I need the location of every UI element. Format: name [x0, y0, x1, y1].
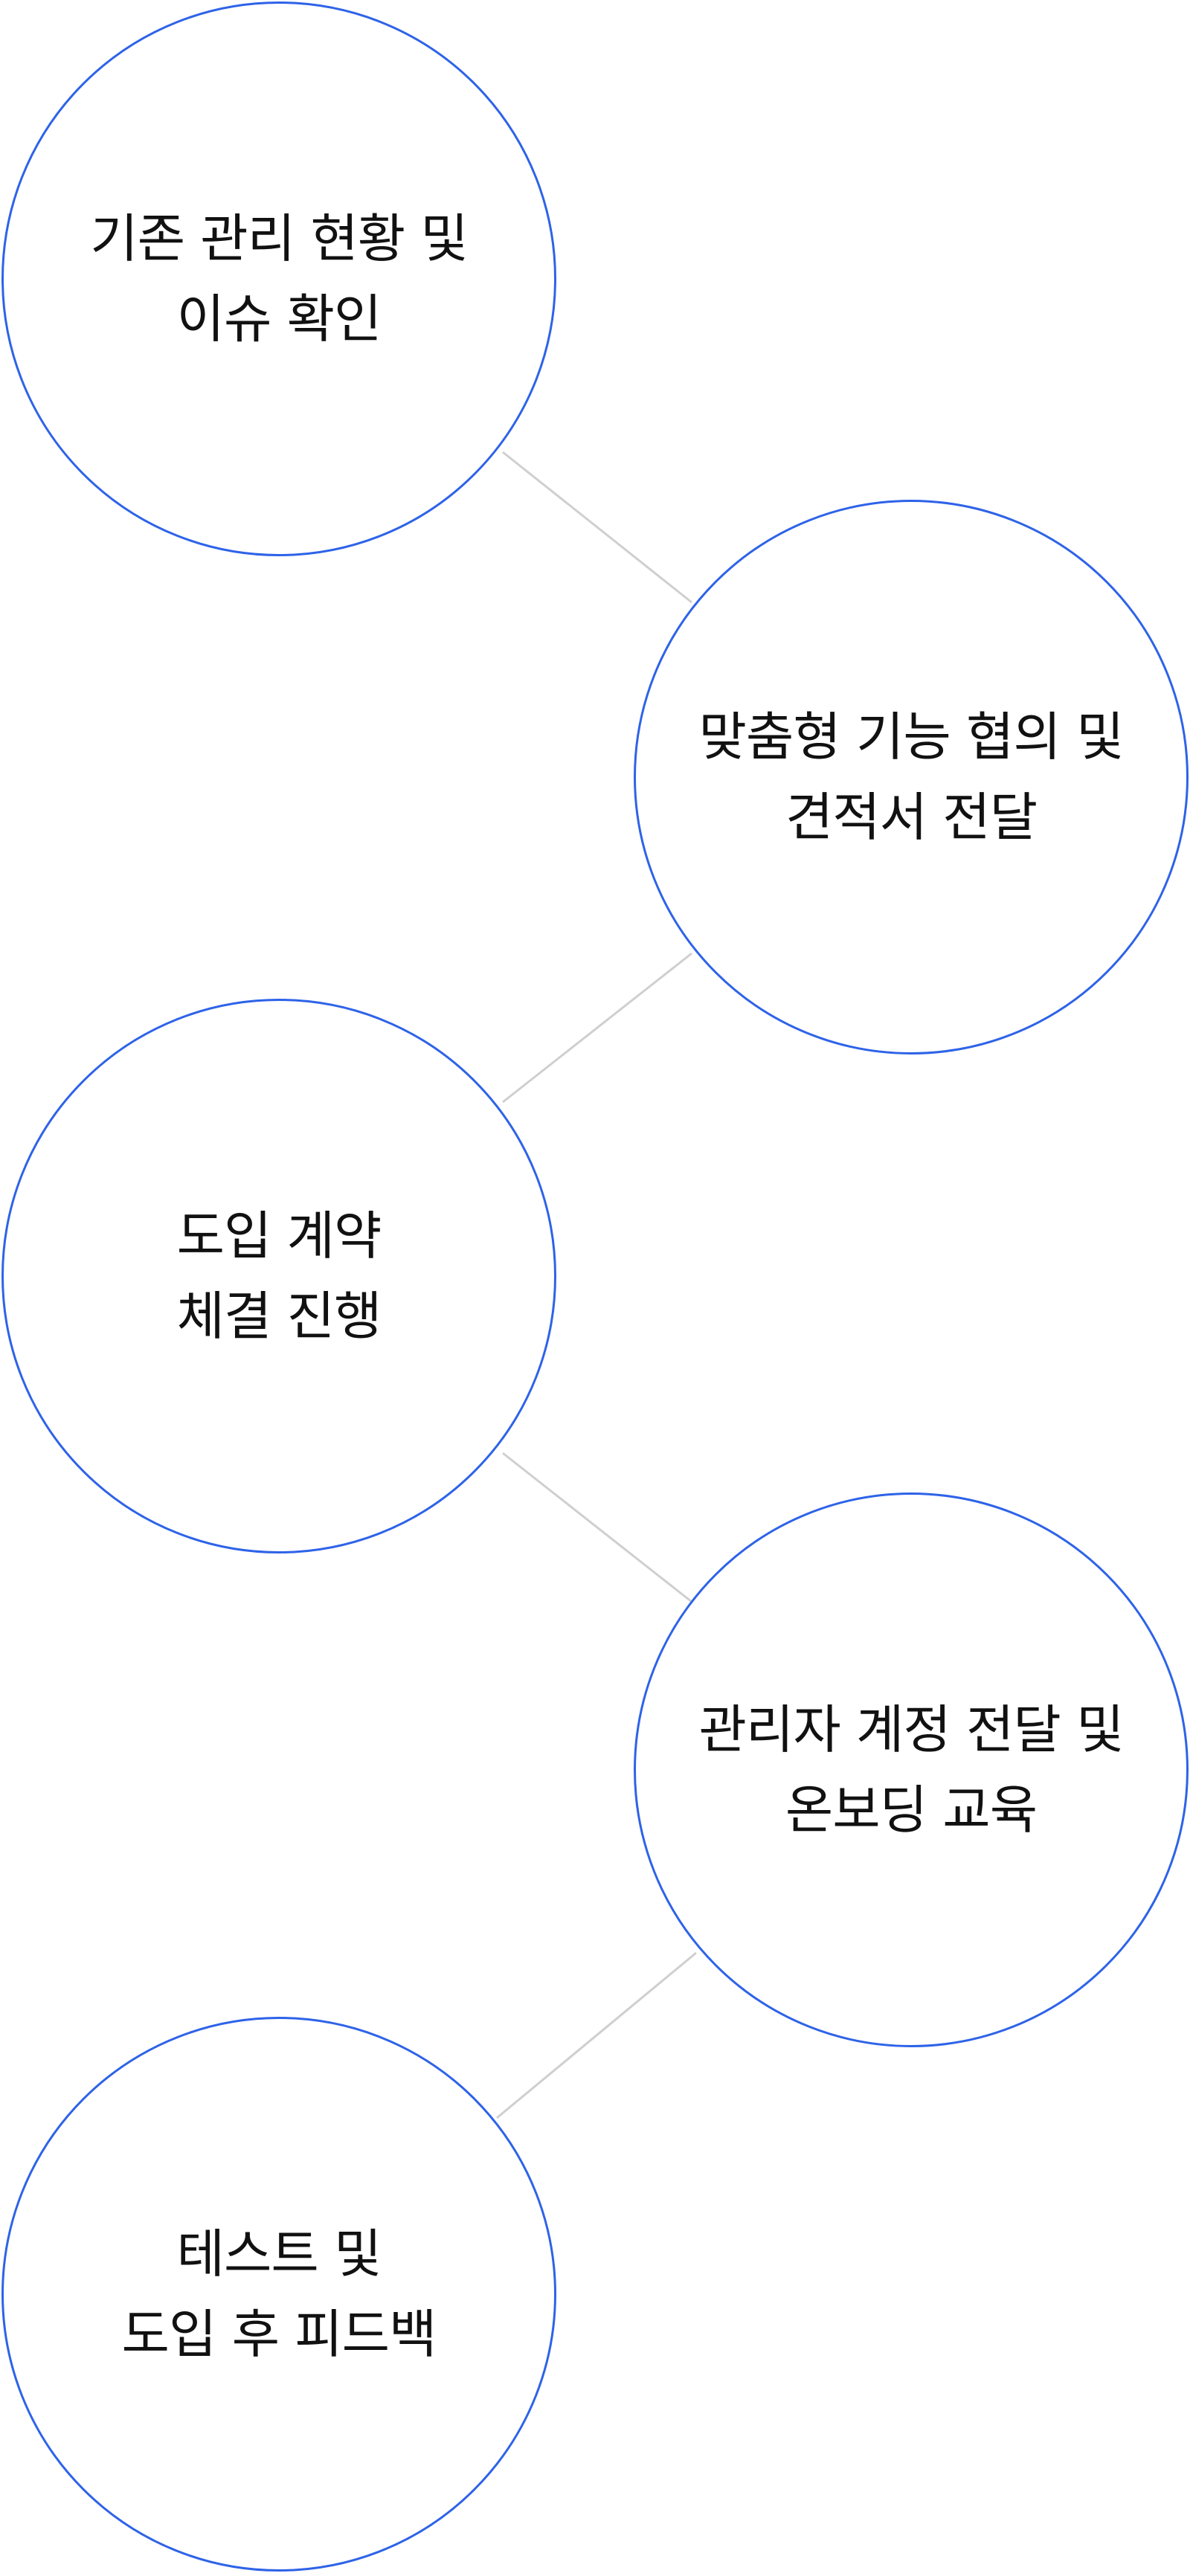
step-label-5: 테스트 및 도입 후 피드백: [122, 2214, 437, 2374]
step-label-3-line-1: 도입 계약: [176, 1205, 382, 1266]
step-circle-2: 맞춤형 기능 협의 및 견적서 전달: [634, 500, 1189, 1054]
step-label-2-line-1: 맞춤형 기능 협의 및: [698, 706, 1125, 767]
step-circle-3: 도입 계약 체결 진행: [1, 999, 556, 1553]
step-label-5-line-2: 도입 후 피드백: [121, 2304, 437, 2365]
step-circle-5: 테스트 및 도입 후 피드백: [1, 2017, 556, 2572]
step-label-1-line-1: 기존 관리 현황 및: [90, 208, 469, 269]
step-label-1: 기존 관리 현황 및 이슈 확인: [90, 199, 469, 359]
step-label-4: 관리자 계정 전달 및 온보딩 교육: [698, 1690, 1125, 1850]
connector-line-4-5: [496, 1951, 697, 2119]
step-label-2-line-2: 견적서 전달: [785, 787, 1038, 848]
step-label-1-line-2: 이슈 확인: [176, 289, 382, 350]
step-label-3-line-2: 체결 진행: [176, 1286, 382, 1347]
connector-line-3-4: [502, 1452, 692, 1603]
connector-line-2-3: [502, 952, 692, 1104]
step-label-3: 도입 계약 체결 진행: [177, 1196, 382, 1356]
connector-line-1-2: [502, 451, 692, 604]
step-label-5-line-1: 테스트 및: [176, 2224, 382, 2284]
step-circle-4: 관리자 계정 전달 및 온보딩 교육: [634, 1493, 1189, 2047]
step-label-2: 맞춤형 기능 협의 및 견적서 전달: [698, 697, 1125, 857]
step-label-4-line-1: 관리자 계정 전달 및: [698, 1699, 1125, 1760]
step-label-4-line-2: 온보딩 교육: [785, 1780, 1038, 1841]
step-circle-1: 기존 관리 현황 및 이슈 확인: [1, 1, 556, 556]
